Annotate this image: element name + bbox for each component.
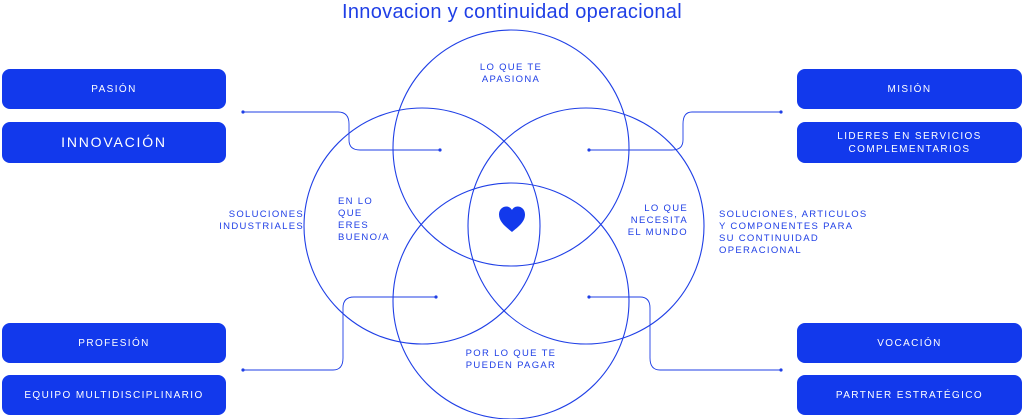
circle-label-right: LO QUE NECESITA EL MUNDO xyxy=(627,203,688,238)
connector-left-bottom xyxy=(243,296,436,371)
heart-icon xyxy=(499,206,525,232)
circle-label-left: EN LO QUE ERES BUENO/A xyxy=(338,196,390,243)
connector-dot xyxy=(438,148,442,152)
connector-dot xyxy=(241,110,245,114)
pasion-button[interactable]: PASIÓN xyxy=(2,69,226,109)
vocacion-button[interactable]: VOCACIÓN xyxy=(797,323,1022,363)
circle-left xyxy=(303,107,541,345)
side-text-right: SOLUCIONES, ARTICULOS Y COMPONENTES PARA… xyxy=(719,209,868,256)
connector-dot xyxy=(587,295,591,299)
connector-dot xyxy=(241,368,245,372)
partner-estrategico-button[interactable]: PARTNER ESTRATÉGICO xyxy=(797,375,1022,415)
equipo-multidisciplinario-button[interactable]: EQUIPO MULTIDISCIPLINARIO xyxy=(2,375,226,415)
connector-dot xyxy=(434,295,438,299)
innovacion-button[interactable]: INNOVACIÓN xyxy=(2,122,226,163)
connector-right-bottom xyxy=(589,296,781,371)
circle-label-bottom: POR LO QUE TE PUEDEN PAGAR xyxy=(465,348,557,371)
lideres-servicios-button[interactable]: LIDERES EN SERVICIOS COMPLEMENTARIOS xyxy=(797,122,1022,163)
circle-right xyxy=(467,107,705,345)
circle-top xyxy=(392,29,630,267)
connector-dot xyxy=(779,368,783,372)
connector-right-top xyxy=(589,111,781,151)
profesion-button[interactable]: PROFESIÓN xyxy=(2,323,226,363)
side-text-left: SOLUCIONES INDUSTRIALES xyxy=(219,209,304,232)
mision-button[interactable]: MISIÓN xyxy=(797,69,1022,109)
circle-label-top: LO QUE TE APASIONA xyxy=(479,62,543,85)
connector-left-top xyxy=(243,111,440,151)
connector-dot xyxy=(587,148,591,152)
circle-bottom xyxy=(392,182,630,419)
connector-dot xyxy=(779,110,783,114)
page-title: Innovacion y continuidad operacional xyxy=(342,1,682,23)
